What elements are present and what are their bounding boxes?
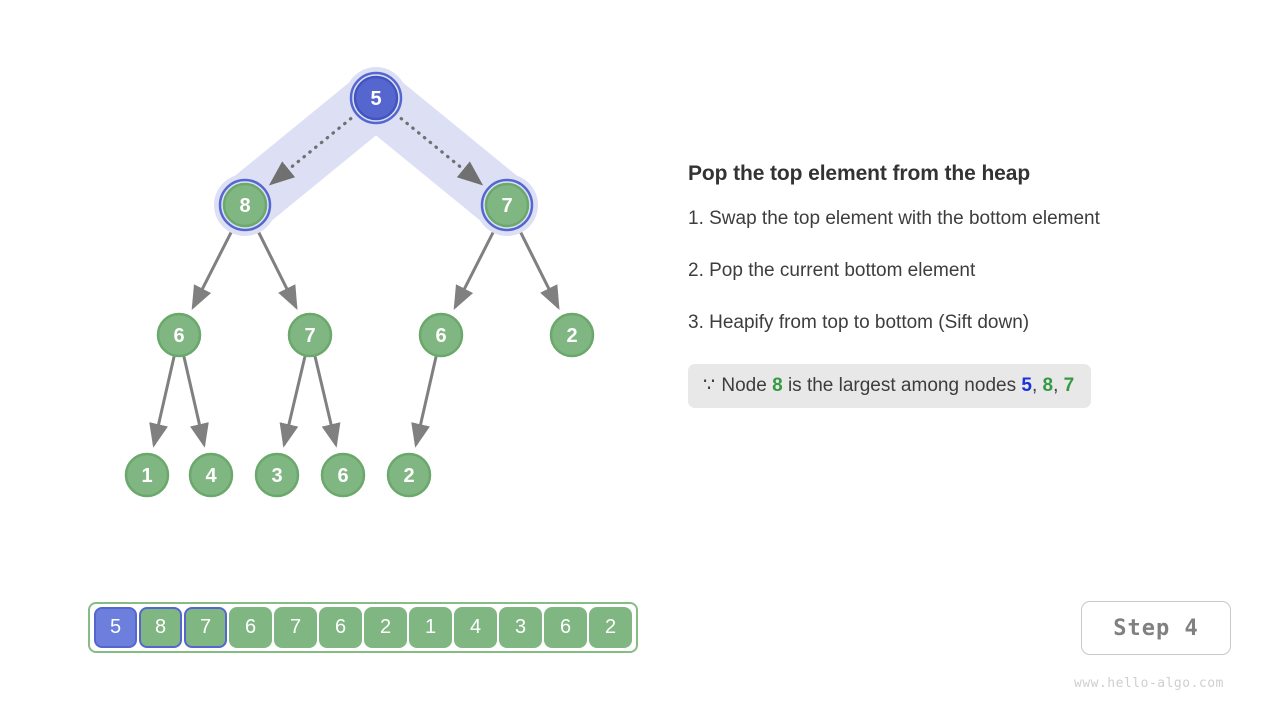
tree-edge <box>253 224 298 310</box>
node-value: 6 <box>173 325 184 347</box>
node-circle <box>418 312 464 358</box>
node-circle <box>222 182 268 228</box>
node-circle <box>156 312 202 358</box>
node-selection-ring <box>349 71 403 125</box>
node-value: 3 <box>271 465 282 487</box>
tree-node[interactable]: 2 <box>386 452 432 498</box>
compare-arrow <box>268 112 359 186</box>
tree-node[interactable]: 7 <box>476 174 538 236</box>
array-cell[interactable]: 6 <box>229 607 272 648</box>
note-middle: is the largest among nodes <box>787 375 1017 396</box>
compare-arrows <box>268 112 484 186</box>
tree-node[interactable]: 4 <box>188 452 234 498</box>
node-circle <box>353 75 399 121</box>
array-cell[interactable]: 8 <box>139 607 182 648</box>
node-circle <box>188 452 234 498</box>
page-title: Pop the top element from the heap <box>688 162 1031 185</box>
tree-edge <box>313 356 341 448</box>
node-circle <box>484 182 530 228</box>
tree-edge <box>149 356 176 448</box>
step-badge: Step 4 <box>1081 601 1231 655</box>
array-cell[interactable]: 5 <box>94 607 137 648</box>
step-item-1: 1. Swap the top element with the bottom … <box>688 208 1100 229</box>
node-circle <box>287 312 333 358</box>
array-cell[interactable]: 7 <box>184 607 227 648</box>
tree-node[interactable]: 6 <box>418 312 464 358</box>
note-prefix: Node <box>721 375 767 396</box>
node-circle <box>320 452 366 498</box>
tree-node[interactable]: 8 <box>214 174 276 236</box>
node-selection-ring <box>480 178 534 232</box>
node-value: 6 <box>435 325 446 347</box>
node-value: 7 <box>501 195 512 217</box>
tree-node[interactable]: 1 <box>124 452 170 498</box>
tree-edge <box>191 223 237 311</box>
note-subject: 8 <box>772 375 783 396</box>
watermark: www.hello-algo.com <box>1074 676 1224 691</box>
array-cell[interactable]: 7 <box>274 607 317 648</box>
note-candidate-3: 7 <box>1063 375 1075 396</box>
note-candidate-2: 8 <box>1042 375 1054 396</box>
node-circle <box>254 452 300 498</box>
node-value: 2 <box>566 325 577 347</box>
compare-arrow <box>393 112 484 186</box>
array-cell[interactable]: 6 <box>319 607 362 648</box>
node-circle <box>124 452 170 498</box>
tree-edge <box>182 356 209 448</box>
heap-tree-diagram: 5 8 7 6 7 6 2 1 4 3 6 2 <box>124 67 595 498</box>
node-value: 5 <box>370 88 381 110</box>
step-item-3: 3. Heapify from top to bottom (Sift down… <box>688 312 1030 333</box>
array-cell[interactable]: 2 <box>364 607 407 648</box>
array-cell[interactable]: 4 <box>454 607 497 648</box>
array-cell[interactable]: 3 <box>499 607 542 648</box>
tree-edges <box>149 223 560 448</box>
tree-node[interactable]: 6 <box>156 312 202 358</box>
array-cell[interactable]: 6 <box>544 607 587 648</box>
array-cell[interactable]: 1 <box>409 607 452 648</box>
node-circle <box>549 312 595 358</box>
note-sep-2: , <box>1053 375 1059 396</box>
node-circle <box>386 452 432 498</box>
reason-note: ∵ Node 8 is the largest among nodes 5, 8… <box>688 364 1092 408</box>
tree-node[interactable]: 3 <box>254 452 300 498</box>
tree-node[interactable]: 6 <box>320 452 366 498</box>
node-selection-ring <box>218 178 272 232</box>
tree-node[interactable]: 7 <box>287 312 333 358</box>
tree-edge <box>279 356 307 448</box>
node-value: 6 <box>337 465 348 487</box>
node-value: 1 <box>141 465 152 487</box>
node-value: 8 <box>239 195 250 217</box>
tree-node[interactable]: 2 <box>549 312 595 358</box>
note-sep-1: , <box>1031 375 1038 396</box>
tree-nodes: 5 8 7 6 7 6 2 1 4 3 6 2 <box>124 67 595 498</box>
step-item-2: 2. Pop the current bottom element <box>688 260 976 281</box>
because-symbol: ∵ <box>703 375 717 396</box>
node-value: 4 <box>205 465 217 487</box>
tree-edge <box>453 223 499 311</box>
note-candidate-1: 5 <box>1021 375 1032 396</box>
explanation-panel: Pop the top element from the heap 1. Swa… <box>688 162 1228 408</box>
node-value: 7 <box>304 325 315 347</box>
tree-edge <box>411 356 438 448</box>
tree-edge <box>515 224 560 310</box>
array-cell[interactable]: 2 <box>589 607 632 648</box>
node-value: 2 <box>403 465 414 487</box>
tree-node[interactable]: 5 <box>345 67 407 129</box>
